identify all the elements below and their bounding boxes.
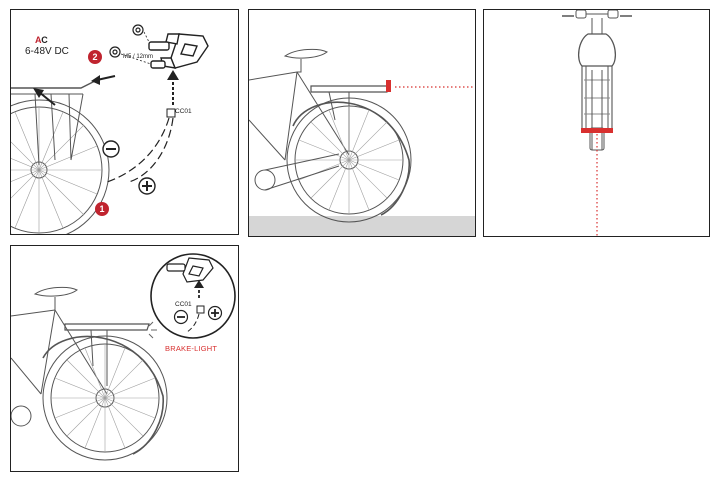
panel-brake-light: CC01 BRAKE-LIGHT xyxy=(10,245,239,472)
ac-letter-c: C xyxy=(41,35,48,45)
plus-circle-icon xyxy=(138,177,156,195)
screw-spec-label: M5 / 12mm xyxy=(123,54,154,60)
voltage-label: 6-48V DC xyxy=(25,46,69,57)
rear-wheel-tire xyxy=(11,99,110,234)
rear-light-marker xyxy=(386,80,391,92)
brake-light-label: BRAKE-LIGHT xyxy=(165,344,218,353)
minus-circle-icon xyxy=(173,309,189,325)
saddle xyxy=(577,33,617,67)
step-two-badge: 2 xyxy=(88,50,102,64)
connector-label: CC01 xyxy=(175,301,192,308)
step-one-badge: 1 xyxy=(95,202,109,216)
plus-circle-icon xyxy=(207,305,223,321)
rear-wheel-tire xyxy=(42,335,168,461)
ac-label: AC xyxy=(35,35,48,45)
connector-label: CC01 xyxy=(175,108,192,115)
rear-view-illustration xyxy=(562,10,632,236)
wiring-illustration xyxy=(11,24,209,234)
rear-wheel-tire xyxy=(286,97,412,223)
panel-wiring-step: AC 6-48V DC M5 / 12mm CC01 2 1 xyxy=(10,9,239,235)
brake-light-illustration xyxy=(11,253,236,461)
panel-side-view xyxy=(248,9,476,237)
rear-light-marker xyxy=(581,128,613,133)
side-view-illustration xyxy=(249,48,475,236)
saddle xyxy=(283,48,328,59)
saddle xyxy=(33,286,78,297)
ground-strip xyxy=(249,216,475,236)
minus-circle-icon xyxy=(102,140,120,158)
panel-rear-view xyxy=(483,9,710,237)
ac-letter-a: A xyxy=(35,35,42,45)
